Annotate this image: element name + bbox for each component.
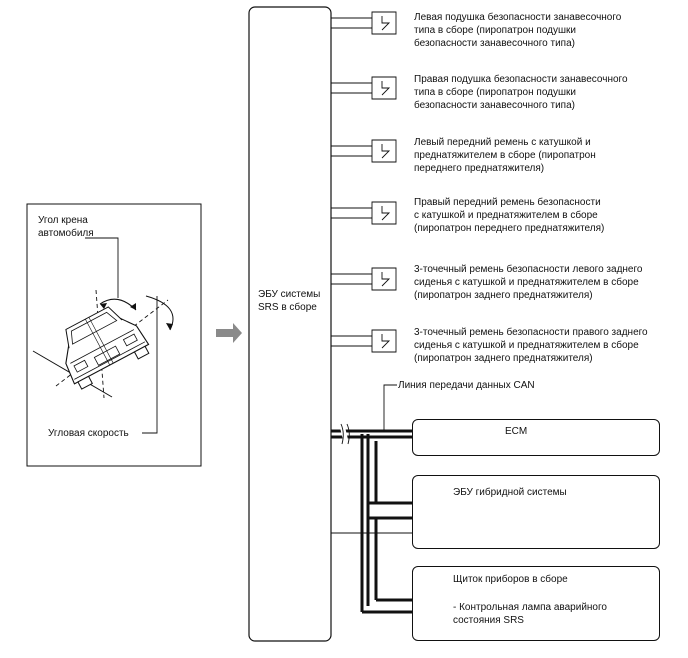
roll-angle-leader xyxy=(85,237,119,298)
output-label: 3-точечный ремень безопасности левого за… xyxy=(414,264,643,301)
ecm-label: ECM xyxy=(505,426,528,437)
can-label-leader xyxy=(383,384,397,432)
hybrid-ecu-box: ЭБУ гибридной системы xyxy=(412,475,660,549)
roll-arrow-head-left xyxy=(100,303,107,309)
can-bus xyxy=(331,423,412,614)
ecm-box: ECM xyxy=(412,419,660,456)
signal-flow-arrow xyxy=(216,323,242,343)
roll-angle-label: Угол крена автомобиля xyxy=(38,215,94,239)
angular-velocity-leader xyxy=(142,296,158,434)
output-label: Левый передний ремень с катушкой и предн… xyxy=(414,137,596,174)
output-label: Правая подушка безопасности занавесочног… xyxy=(414,74,628,111)
hybrid-ecu-label: ЭБУ гибридной системы xyxy=(453,487,567,498)
srs-warning-lamp-label: - Контрольная лампа аварийного состояния… xyxy=(453,602,607,626)
car-rear-view xyxy=(65,306,150,390)
squib-connections xyxy=(331,11,397,353)
combination-meter-label: Щиток приборов в сборе xyxy=(453,574,568,585)
srs-ecu-label: ЭБУ системы SRS в сборе xyxy=(258,289,321,313)
output-label: 3-точечный ремень безопасности правого з… xyxy=(414,327,648,364)
output-label: Правый передний ремень безопасности с ка… xyxy=(414,197,605,234)
angular-velocity-arrow-head xyxy=(166,323,173,330)
roll-arrow-head-right xyxy=(130,303,136,310)
can-line-label: Линия передачи данных CAN xyxy=(398,380,535,391)
srs-ecu-box xyxy=(248,6,332,642)
combination-meter-box: Щиток приборов в сборе - Контрольная лам… xyxy=(412,566,660,641)
angular-velocity-label: Угловая скорость xyxy=(48,428,129,439)
output-label: Левая подушка безопасности занавесочного… xyxy=(414,12,622,49)
